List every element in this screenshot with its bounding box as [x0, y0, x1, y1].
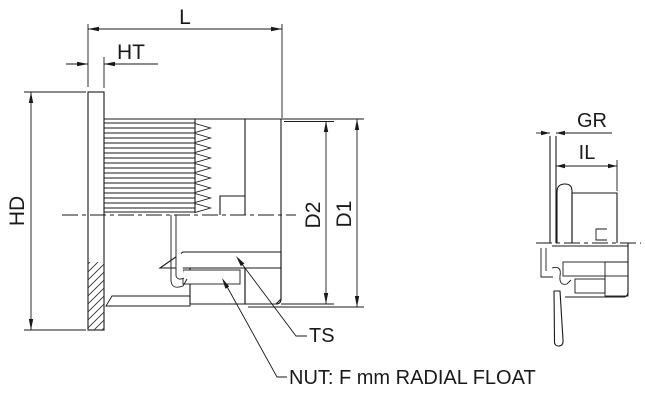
side-retainer-curl [551, 266, 572, 285]
side-nut-right [604, 261, 629, 297]
leader-ts [238, 259, 307, 337]
dim-label-length: L [179, 6, 191, 29]
dim-label-d1: D1 [333, 201, 356, 228]
side-flange-bracket [540, 248, 553, 278]
nut-body-right [244, 267, 282, 305]
bore-step-notch [219, 195, 245, 215]
note-radial-float: NUT: F mm RADIAL FLOAT [289, 367, 536, 389]
main-section-view: L HT HD D2 D1 TS NUT: F m [6, 6, 536, 389]
side-head-profile [556, 183, 573, 243]
side-nut-plate [562, 261, 629, 277]
dim-label-head-diameter: HD [6, 196, 29, 226]
side-nut-mid [574, 278, 606, 294]
side-section-outline [565, 243, 629, 298]
side-bore-notch [595, 228, 607, 241]
dim-label-grip-range: GR [577, 110, 607, 132]
retainer-lip-outer [170, 215, 188, 288]
dim-label-thread-size: TS [309, 325, 335, 347]
flange-hatch [88, 262, 104, 330]
leader-nut [224, 282, 287, 378]
retainer-bottom-band [105, 295, 191, 307]
dim-label-installed-length: IL [579, 142, 596, 164]
dim-label-head-thickness: HT [117, 41, 145, 64]
float-clearance-slot [182, 269, 241, 285]
panel-section-hatched [553, 290, 564, 347]
side-body-profile [571, 192, 618, 243]
dim-label-d2: D2 [302, 202, 325, 229]
installed-side-view: GR IL [536, 110, 641, 347]
knurl-lines [104, 122, 195, 213]
retainer-lip-inner [175, 215, 185, 280]
spline-teeth [194, 122, 213, 214]
